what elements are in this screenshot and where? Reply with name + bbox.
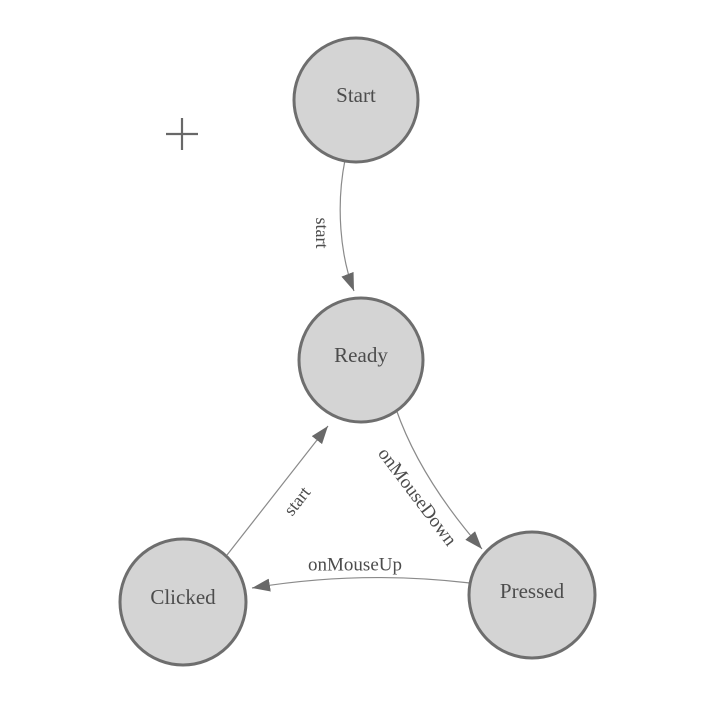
node-pressed-circle[interactable] <box>467 530 597 660</box>
edge-clicked-to-ready[interactable] <box>226 425 329 556</box>
node-clicked-label: Clicked <box>150 585 216 609</box>
crosshair-marker-icon <box>166 118 198 150</box>
node-clicked[interactable]: Clicked <box>118 537 248 667</box>
node-start-circle[interactable] <box>292 36 420 164</box>
node-start-label: Start <box>336 83 376 107</box>
node-clicked-circle[interactable] <box>118 537 248 667</box>
edge-pressed-to-clicked[interactable] <box>251 576 471 592</box>
node-ready-circle[interactable] <box>297 296 425 424</box>
node-start[interactable]: Start <box>292 36 420 164</box>
node-ready-label: Ready <box>334 343 388 367</box>
edge-label-onmouseup: onMouseUp <box>308 555 402 576</box>
edge-label-start-left: start <box>280 483 315 520</box>
edge-start-to-ready[interactable] <box>339 159 355 292</box>
edge-label-start-top: start <box>312 218 332 249</box>
edge-label-onmousedown: onMouseDown <box>373 444 461 551</box>
edge-ready-to-pressed[interactable] <box>395 408 483 550</box>
node-ready[interactable]: Ready <box>297 296 425 424</box>
node-pressed[interactable]: Pressed <box>467 530 597 660</box>
node-pressed-label: Pressed <box>500 579 565 603</box>
